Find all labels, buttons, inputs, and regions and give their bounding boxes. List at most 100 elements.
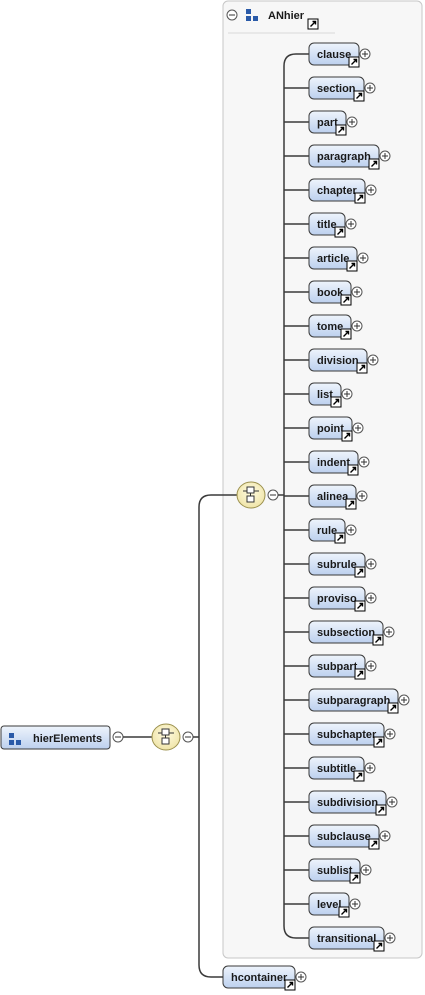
expand-icon[interactable] xyxy=(364,762,376,774)
reference-arrow-icon[interactable] xyxy=(368,838,380,850)
element-indent[interactable]: indent xyxy=(308,450,370,476)
expand-icon[interactable] xyxy=(352,422,364,434)
element-subdivision[interactable]: subdivision xyxy=(308,790,398,816)
inner-sequence-collapse-icon[interactable] xyxy=(267,489,279,501)
expand-icon[interactable] xyxy=(345,524,357,536)
expand-icon[interactable] xyxy=(349,898,361,910)
element-hcontainer-label: hcontainer xyxy=(231,972,288,984)
element-rule[interactable]: rule xyxy=(308,518,357,544)
reference-arrow-icon[interactable] xyxy=(307,18,319,30)
element-section[interactable]: section xyxy=(308,76,376,102)
element-proviso[interactable]: proviso xyxy=(308,586,377,612)
element-paragraph[interactable]: paragraph xyxy=(308,144,391,170)
reference-arrow-icon[interactable] xyxy=(348,56,360,68)
expand-icon[interactable] xyxy=(357,252,369,264)
reference-arrow-icon[interactable] xyxy=(284,979,296,991)
root-collapse-icon[interactable] xyxy=(112,731,124,743)
reference-arrow-icon[interactable] xyxy=(349,872,361,884)
reference-arrow-icon[interactable] xyxy=(345,498,357,510)
expand-icon[interactable] xyxy=(356,490,368,502)
reference-arrow-icon[interactable] xyxy=(347,464,359,476)
outer-sequence-compositor[interactable] xyxy=(151,723,181,751)
element-proviso-label: proviso xyxy=(317,593,357,605)
reference-arrow-icon[interactable] xyxy=(335,124,347,136)
expand-icon[interactable] xyxy=(351,320,363,332)
expand-icon[interactable] xyxy=(364,82,376,94)
reference-arrow-icon[interactable] xyxy=(354,600,366,612)
expand-icon[interactable] xyxy=(358,456,370,468)
element-subpart[interactable]: subpart xyxy=(308,654,377,680)
element-list[interactable]: list xyxy=(308,382,353,408)
expand-icon[interactable] xyxy=(351,286,363,298)
expand-icon[interactable] xyxy=(365,184,377,196)
expand-icon[interactable] xyxy=(384,728,396,740)
element-sublist[interactable]: sublist xyxy=(308,858,372,884)
reference-arrow-icon[interactable] xyxy=(372,634,384,646)
element-article[interactable]: article xyxy=(308,246,369,272)
collapse-icon[interactable] xyxy=(226,9,238,21)
expand-icon[interactable] xyxy=(345,218,357,230)
expand-icon[interactable] xyxy=(346,116,358,128)
element-subsection[interactable]: subsection xyxy=(308,620,395,646)
expand-icon[interactable] xyxy=(365,558,377,570)
expand-icon[interactable] xyxy=(341,388,353,400)
reference-arrow-icon[interactable] xyxy=(340,328,352,340)
expand-icon[interactable] xyxy=(386,796,398,808)
reference-arrow-icon[interactable] xyxy=(375,804,387,816)
element-division[interactable]: division xyxy=(308,348,379,374)
reference-arrow-icon[interactable] xyxy=(341,430,353,442)
reference-arrow-icon[interactable] xyxy=(346,260,358,272)
reference-arrow-icon[interactable] xyxy=(330,396,342,408)
reference-arrow-icon[interactable] xyxy=(353,770,365,782)
element-hcontainer[interactable]: hcontainer xyxy=(222,965,307,991)
reference-arrow-icon[interactable] xyxy=(373,940,385,952)
element-tome[interactable]: tome xyxy=(308,314,363,340)
element-subsection-label: subsection xyxy=(317,627,375,639)
element-subrule[interactable]: subrule xyxy=(308,552,377,578)
element-subchapter[interactable]: subchapter xyxy=(308,722,396,748)
expand-icon[interactable] xyxy=(398,694,410,706)
element-subparagraph[interactable]: subparagraph xyxy=(308,688,410,714)
expand-icon[interactable] xyxy=(295,971,307,983)
reference-arrow-icon[interactable] xyxy=(334,532,346,544)
element-book[interactable]: book xyxy=(308,280,363,306)
element-alinea[interactable]: alinea xyxy=(308,484,368,510)
expand-icon[interactable] xyxy=(360,864,372,876)
element-alinea-label: alinea xyxy=(317,491,349,503)
root-element[interactable]: hierElements xyxy=(0,725,111,750)
element-title-label: title xyxy=(317,219,337,231)
expand-icon[interactable] xyxy=(365,592,377,604)
reference-arrow-icon[interactable] xyxy=(373,736,385,748)
element-transitional[interactable]: transitional xyxy=(308,926,396,952)
element-point[interactable]: point xyxy=(308,416,364,442)
reference-arrow-icon[interactable] xyxy=(354,192,366,204)
expand-icon[interactable] xyxy=(365,660,377,672)
element-paragraph-label: paragraph xyxy=(317,151,371,163)
reference-arrow-icon[interactable] xyxy=(334,226,346,238)
element-part-label: part xyxy=(317,117,338,129)
expand-icon[interactable] xyxy=(367,354,379,366)
outer-sequence-collapse-icon[interactable] xyxy=(182,731,194,743)
expand-icon[interactable] xyxy=(383,626,395,638)
reference-arrow-icon[interactable] xyxy=(368,158,380,170)
expand-icon[interactable] xyxy=(379,830,391,842)
reference-arrow-icon[interactable] xyxy=(354,668,366,680)
expand-icon[interactable] xyxy=(359,48,371,60)
element-subclause[interactable]: subclause xyxy=(308,824,391,850)
element-chapter[interactable]: chapter xyxy=(308,178,377,204)
element-subtitle[interactable]: subtitle xyxy=(308,756,376,782)
reference-arrow-icon[interactable] xyxy=(340,294,352,306)
element-subdivision-label: subdivision xyxy=(317,797,378,809)
reference-arrow-icon[interactable] xyxy=(354,566,366,578)
reference-arrow-icon[interactable] xyxy=(387,702,399,714)
element-part[interactable]: part xyxy=(308,110,358,136)
reference-arrow-icon[interactable] xyxy=(356,362,368,374)
expand-icon[interactable] xyxy=(379,150,391,162)
element-title[interactable]: title xyxy=(308,212,357,238)
reference-arrow-icon[interactable] xyxy=(338,906,350,918)
element-clause[interactable]: clause xyxy=(308,42,371,68)
inner-sequence-compositor[interactable] xyxy=(236,481,266,509)
expand-icon[interactable] xyxy=(384,932,396,944)
element-level[interactable]: level xyxy=(308,892,361,918)
reference-arrow-icon[interactable] xyxy=(353,90,365,102)
